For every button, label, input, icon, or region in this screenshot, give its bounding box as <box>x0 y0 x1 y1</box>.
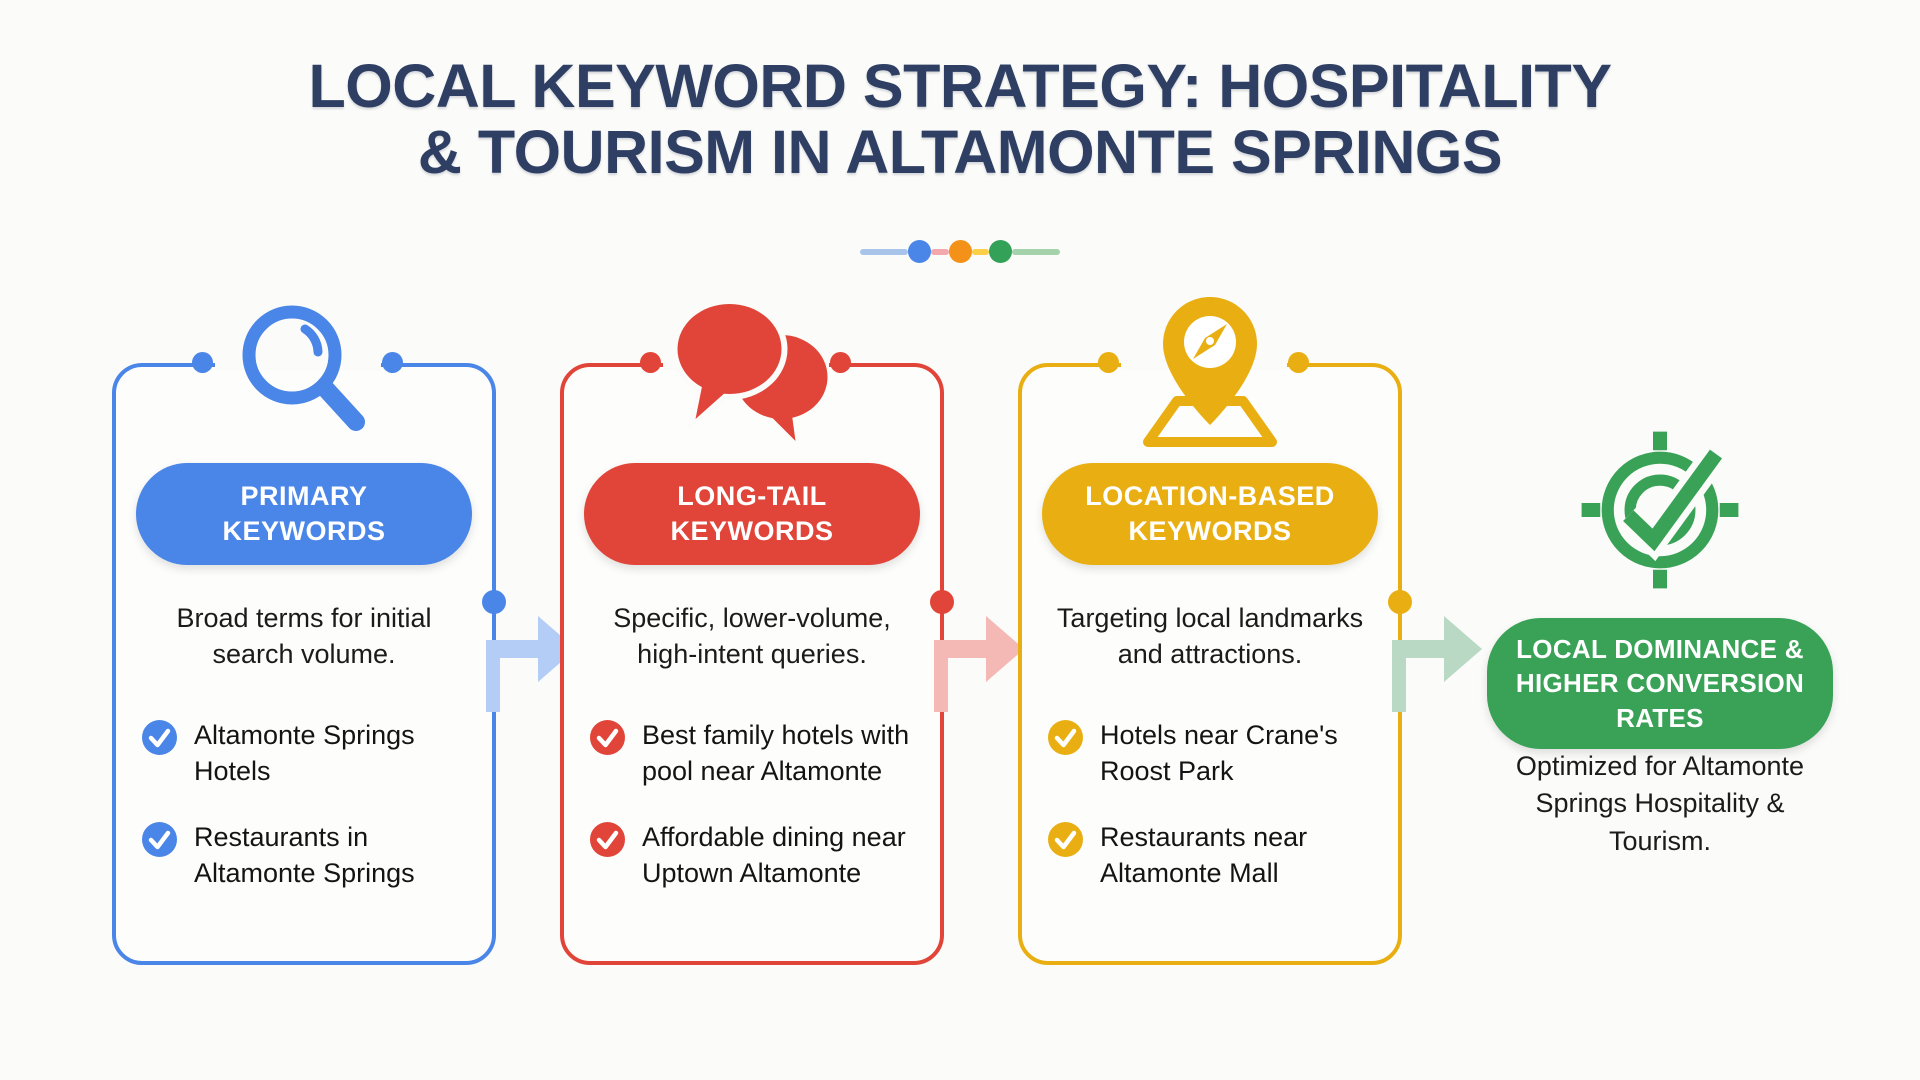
check-icon <box>1048 720 1083 755</box>
connector-dot <box>1288 352 1309 373</box>
keyword-item-text: Restaurants in Altamonte Springs <box>194 822 415 889</box>
result-caption: Optimized for Altamonte Springs Hospital… <box>1515 751 1805 856</box>
connector-dot <box>482 590 506 614</box>
progress-dot-green <box>989 240 1012 263</box>
title-line-1: LOCAL KEYWORD STRATEGY: HOSPITALITY <box>308 52 1612 120</box>
connector-dot <box>830 352 851 373</box>
speech-bubbles-icon <box>670 297 835 450</box>
card-header-line: LONG-TAIL <box>677 481 827 511</box>
card-header-line: KEYWORDS <box>670 516 834 547</box>
progress-dot-blue <box>908 240 931 263</box>
check-icon <box>142 720 177 755</box>
result-header-line: HIGHER CONVERSION <box>1515 668 1805 699</box>
card-header-line: LOCATION-BASED <box>1085 481 1335 511</box>
card-primary-keywords: PRIMARY KEYWORDS Broad terms for initial… <box>112 305 576 965</box>
result-header-line: LOCAL DOMINANCE & <box>1516 634 1804 664</box>
card-header-pill: LOCATION-BASED KEYWORDS <box>1042 463 1378 566</box>
connector-dot <box>382 352 403 373</box>
keyword-item-text: Affordable dining near Uptown Altamonte <box>642 822 906 889</box>
keyword-item: Hotels near Crane's Roost Park <box>1048 717 1338 790</box>
check-icon <box>590 720 625 755</box>
check-icon <box>590 822 625 857</box>
magnifier-icon <box>229 295 379 450</box>
border-gap <box>215 361 381 371</box>
flow-arrow-icon <box>934 616 1024 712</box>
result-header-line: RATES <box>1616 702 1704 733</box>
card-description: Targeting local landmarks and attraction… <box>1056 603 1364 670</box>
keyword-item: Affordable dining near Uptown Altamonte <box>590 819 906 892</box>
card-location-based-keywords: LOCATION-BASED KEYWORDS Targeting local … <box>1018 297 1482 965</box>
card-description: Broad terms for initial search volume. <box>176 603 432 670</box>
connector-dot <box>930 590 954 614</box>
page-title: LOCAL KEYWORD STRATEGY: HOSPITALITY & TO… <box>0 52 1920 186</box>
keyword-item: Restaurants near Altamonte Mall <box>1048 819 1307 892</box>
connector-dot <box>1388 590 1412 614</box>
check-icon <box>1048 822 1083 857</box>
card-header-pill: PRIMARY KEYWORDS <box>136 463 472 566</box>
connector-dot <box>192 352 213 373</box>
keyword-item-text: Restaurants near Altamonte Mall <box>1100 822 1308 889</box>
progress-segment <box>972 248 989 255</box>
card-description: Specific, lower-volume, high-intent quer… <box>613 603 891 670</box>
connector-dot <box>1098 352 1119 373</box>
target-check-icon <box>1576 426 1744 599</box>
keyword-item-text: Best family hotels with pool near Altamo… <box>642 720 910 787</box>
result-header-pill: LOCAL DOMINANCE & HIGHER CONVERSION RATE… <box>1487 618 1833 749</box>
progress-segment <box>860 248 908 255</box>
result-section: LOCAL DOMINANCE & HIGHER CONVERSION RATE… <box>1460 420 1860 890</box>
card-header-pill: LONG-TAIL KEYWORDS <box>584 463 920 566</box>
keyword-item: Restaurants in Altamonte Springs <box>142 819 415 892</box>
check-icon <box>142 822 177 857</box>
keyword-item-text: Hotels near Crane's Roost Park <box>1100 720 1338 787</box>
connector-dot <box>640 352 661 373</box>
keyword-item: Altamonte Springs Hotels <box>142 717 415 790</box>
flow-arrow-icon <box>1392 616 1482 712</box>
progress-dot-orange <box>949 240 972 263</box>
map-pin-compass-icon <box>1110 295 1310 452</box>
keyword-item-text: Altamonte Springs Hotels <box>194 720 415 787</box>
card-header-line: PRIMARY <box>240 481 368 511</box>
progress-segment <box>1012 248 1060 255</box>
flow-arrow-icon <box>486 616 576 712</box>
progress-segment <box>931 248 949 255</box>
title-line-2: & TOURISM IN ALTAMONTE SPRINGS <box>417 117 1503 186</box>
keyword-item: Best family hotels with pool near Altamo… <box>590 717 909 790</box>
card-header-line: KEYWORDS <box>1128 516 1292 547</box>
card-header-line: KEYWORDS <box>222 516 386 547</box>
progress-dots <box>0 240 1920 263</box>
card-long-tail-keywords: LONG-TAIL KEYWORDS Specific, lower-volum… <box>560 298 1024 965</box>
